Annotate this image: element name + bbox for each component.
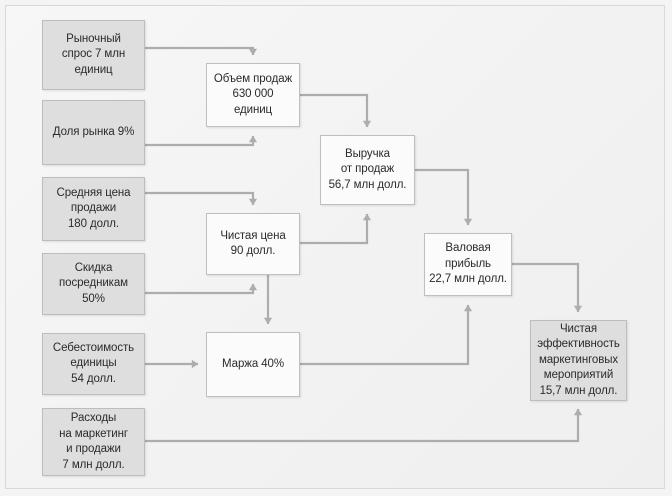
node-unit-cost[interactable]: Себестоимость единицы 54 долл. — [42, 333, 145, 395]
node-trade-discount[interactable]: Скидка посредникам 50% — [42, 253, 145, 315]
node-label: Доля рынка 9% — [52, 125, 135, 138]
node-market-demand[interactable]: Рыночный спрос 7 млн единиц — [42, 20, 145, 90]
node-label: Рыночный спрос 7 млн единиц — [61, 32, 126, 76]
node-label: Выручка от продаж 56,7 млн долл. — [328, 147, 407, 191]
node-margin[interactable]: Маржа 40% — [206, 332, 300, 397]
node-market-share[interactable]: Доля рынка 9% — [42, 100, 145, 165]
node-label: Чистая эффективность маркетинговых мероп… — [537, 322, 620, 397]
node-label: Скидка посредникам 50% — [59, 261, 128, 305]
node-label: Объем продаж 630 000 единиц — [213, 72, 293, 116]
node-average-selling-price[interactable]: Средняя цена продажи 180 долл. — [42, 177, 145, 241]
node-label: Чистая цена 90 долл. — [220, 229, 286, 258]
node-gross-profit[interactable]: Валовая прибыль 22,7 млн долл. — [424, 233, 512, 296]
node-label: Расходы на маркетинг и продажи 7 млн дол… — [59, 412, 128, 471]
node-net-effectiveness[interactable]: Чистая эффективность маркетинговых мероп… — [530, 320, 627, 401]
node-label: Маржа 40% — [222, 357, 284, 370]
node-sales-revenue[interactable]: Выручка от продаж 56,7 млн долл. — [320, 135, 415, 205]
node-sales-volume[interactable]: Объем продаж 630 000 единиц — [206, 63, 300, 127]
node-label: Средняя цена продажи 180 долл. — [56, 186, 131, 230]
node-label: Валовая прибыль 22,7 млн долл. — [429, 242, 507, 286]
node-label: Себестоимость единицы 54 долл. — [52, 341, 135, 385]
node-net-price[interactable]: Чистая цена 90 долл. — [206, 213, 300, 275]
node-marketing-spend[interactable]: Расходы на маркетинг и продажи 7 млн дол… — [42, 408, 145, 476]
